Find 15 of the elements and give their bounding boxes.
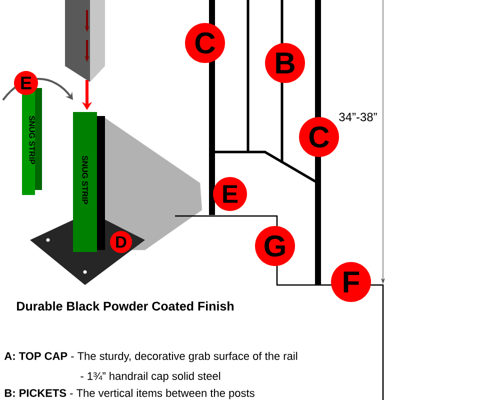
caption: Durable Black Powder Coated Finish: [17, 301, 234, 311]
description-line: B: PICKETS - The vertical items between the posts: [4, 388, 254, 400]
callout-number: G: [255, 226, 295, 266]
description-line: A: TOP CAP - The sturdy, decorative grab surface of the rail: [4, 352, 298, 362]
callout-number: D: [110, 231, 132, 253]
callout-number: B: [265, 43, 305, 83]
dimension-label: 34”-38”: [338, 112, 378, 122]
description-line: - 1¾” handrail cap solid steel: [80, 372, 220, 382]
callout-number: C: [185, 23, 225, 63]
callout-number: E: [14, 71, 38, 95]
callout-number: C: [299, 117, 339, 157]
strip-label: SNUG STRIP: [82, 156, 88, 204]
callout-number: F: [331, 262, 371, 302]
callout-number: E: [213, 177, 247, 211]
strip-label: SNUG STRIP: [29, 116, 35, 164]
